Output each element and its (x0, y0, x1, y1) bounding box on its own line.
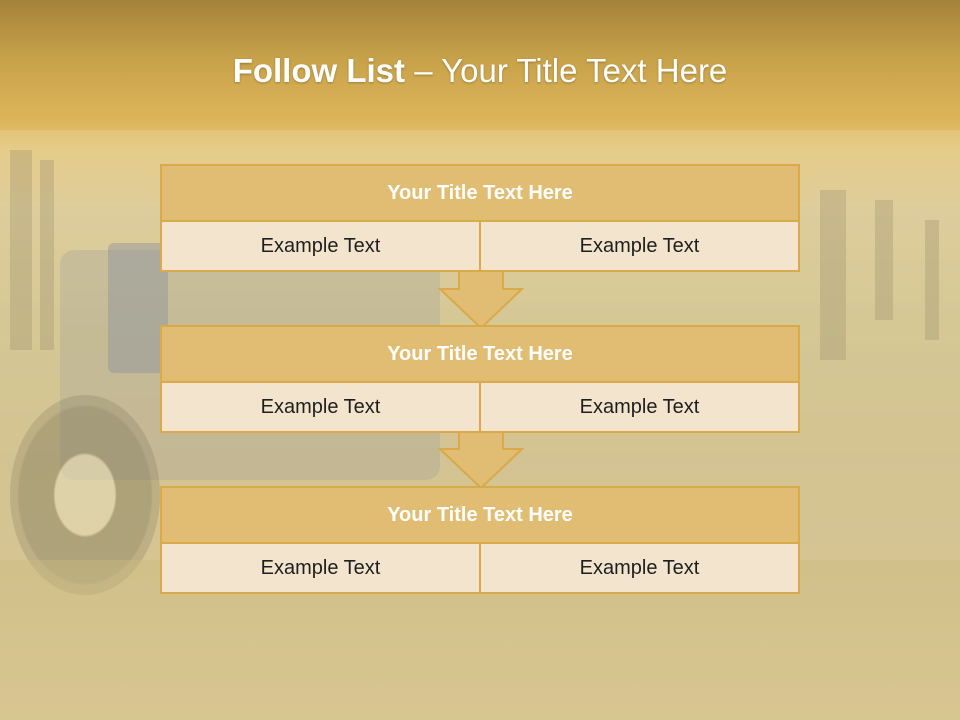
tractor-cab-image (108, 243, 168, 373)
step-cell-left: Example Text (162, 544, 479, 592)
flow-step-3: Your Title Text Here Example Text Exampl… (160, 486, 800, 594)
step-row: Example Text Example Text (162, 222, 798, 270)
down-arrow-icon (438, 430, 524, 490)
step-title: Your Title Text Here (162, 166, 798, 222)
step-cell-left: Example Text (162, 222, 479, 270)
step-row: Example Text Example Text (162, 544, 798, 592)
step-title: Your Title Text Here (162, 327, 798, 383)
tree-trunk (40, 160, 54, 350)
slide-title: Follow List – Your Title Text Here (0, 52, 960, 90)
flow-step-2: Your Title Text Here Example Text Exampl… (160, 325, 800, 433)
step-cell-right: Example Text (479, 222, 798, 270)
tree-trunk (820, 190, 846, 360)
slide-title-rest: – Your Title Text Here (414, 52, 728, 89)
step-row: Example Text Example Text (162, 383, 798, 431)
step-cell-right: Example Text (479, 544, 798, 592)
down-arrow-icon (438, 270, 524, 330)
step-cell-left: Example Text (162, 383, 479, 431)
tree-trunk (925, 220, 939, 340)
tree-trunk (875, 200, 893, 320)
tree-trunk (10, 150, 32, 350)
slide-title-bold: Follow List (232, 52, 406, 89)
flow-step-1: Your Title Text Here Example Text Exampl… (160, 164, 800, 272)
step-cell-right: Example Text (479, 383, 798, 431)
step-title: Your Title Text Here (162, 488, 798, 544)
